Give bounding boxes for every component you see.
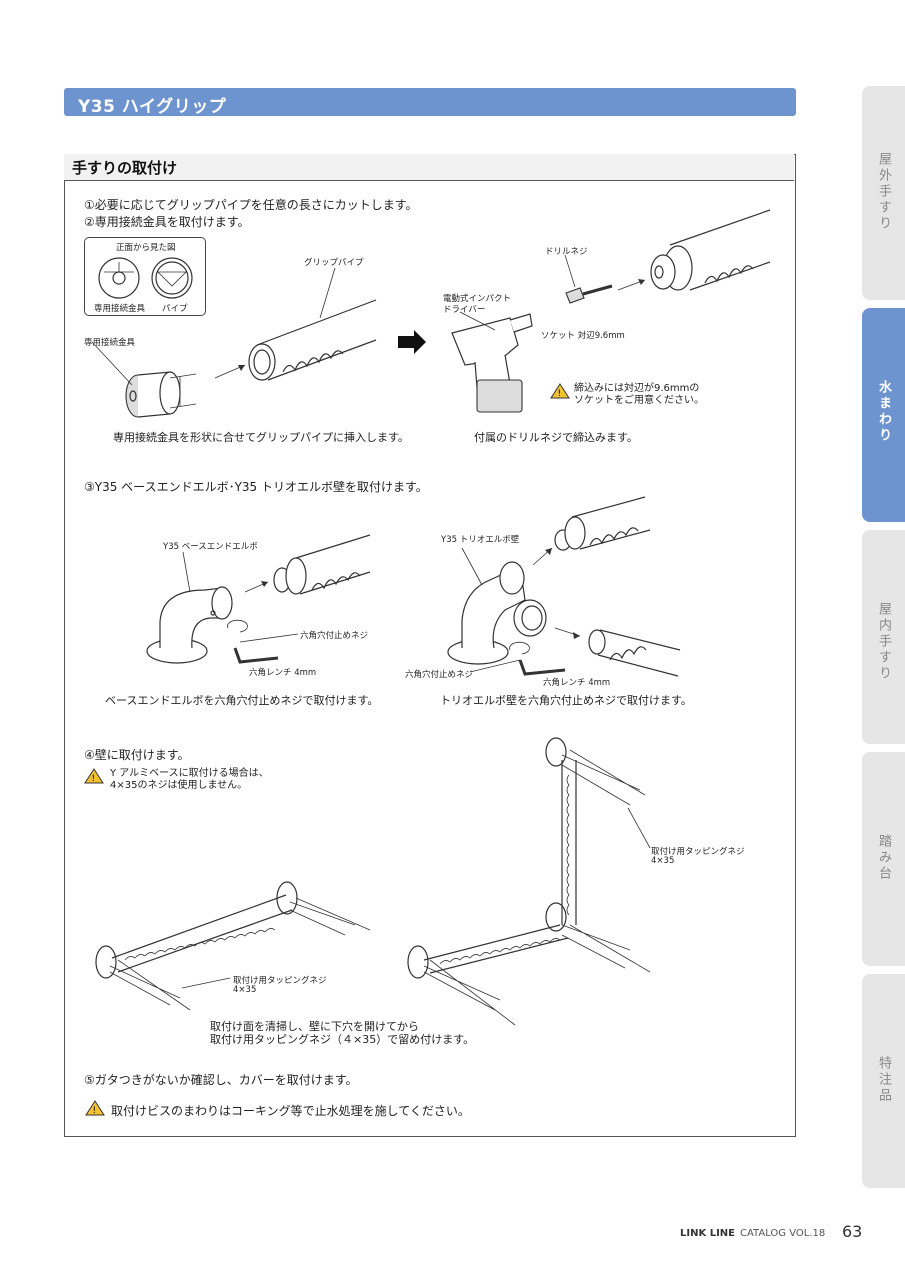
trio-caption: トリオエルボ壁を六角穴付止めネジで取付けます。	[440, 694, 692, 707]
step-1-text: ①必要に応じてグリップパイプを任意の長さにカットします。	[84, 198, 418, 212]
base-elbow-caption: ベースエンドエルボを六角穴付止めネジで取付けます。	[105, 694, 379, 707]
side-tab-label: 屋外手すり	[876, 152, 891, 232]
tapping-label-a-2: 4×35	[233, 985, 257, 995]
hex-wrench-label-b: 六角レンチ 4mm	[543, 678, 611, 688]
fitting-small-label: 専用接続金具	[94, 304, 146, 314]
footer-catalog: CATALOG VOL.18	[740, 1228, 826, 1239]
page-number: 63	[842, 1222, 863, 1241]
hex-wrench-illustration-a	[227, 619, 299, 664]
socket-label: ソケット 対辺9.6mm	[541, 331, 625, 341]
base-end-elbow-illustration	[146, 551, 233, 664]
svg-text:!: !	[93, 1106, 97, 1116]
pipe-illustration-a	[273, 534, 371, 595]
drill-screw-illustration	[564, 254, 613, 304]
alumi-warning-1: Y アルミベースに取付ける場合は、	[110, 768, 269, 779]
warning-icon: !	[85, 1100, 105, 1116]
horizontal-handrail-illustration	[95, 881, 371, 1011]
step-2-text: ②専用接続金具を取付けます。	[84, 215, 250, 229]
trio-elbow-label: Y35 トリオエルボ壁	[441, 535, 520, 545]
wall-caption-1: 取付け面を清掃し、壁に下穴を開けてから	[210, 1020, 419, 1033]
hex-set-screw-label-b: 六角穴付止めネジ	[405, 670, 474, 680]
section-header: 手すりの取付け	[64, 154, 794, 181]
front-view-label: 正面から見た図	[116, 243, 176, 253]
side-tab-step-stool[interactable]: 踏み台	[862, 752, 905, 966]
side-tab-label: 特注品	[876, 1056, 891, 1104]
socket-warning-1: 締込みには対辺が9.6mmの	[574, 383, 700, 394]
base-elbow-label: Y35 ベースエンドエルボ	[163, 542, 258, 552]
fasten-caption: 付属のドリルネジで締込みます。	[474, 431, 638, 444]
pipe-illustration-c	[588, 629, 681, 677]
pipe-small-label: パイプ	[162, 304, 188, 314]
warning-icon: !	[550, 383, 570, 399]
hex-wrench-label-a: 六角レンチ 4mm	[249, 668, 317, 678]
impact-driver-illustration	[451, 311, 533, 413]
impact-driver-label-1: 電動式インパクト	[443, 294, 512, 304]
step-4-text: ④壁に取付けます。	[84, 748, 190, 762]
side-tab-water[interactable]: 水まわり	[862, 308, 905, 522]
page-title-bar: Y35 ハイグリップ	[64, 88, 796, 117]
tapping-label-b-2: 4×35	[651, 856, 675, 866]
insert-caption: 専用接続金具を形状に合せてグリップパイプに挿入します。	[113, 431, 409, 444]
pipe-illustration-b	[554, 496, 651, 551]
page-title: Y35 ハイグリップ	[78, 97, 227, 117]
fitting-illustration	[91, 341, 197, 418]
front-view-inset	[84, 237, 206, 316]
trio-elbow-illustration	[447, 547, 547, 665]
step-3-text: ③Y35 ベースエンドエルボ･Y35 トリオエルボ壁を取付けます。	[84, 480, 428, 494]
side-tab-indoor[interactable]: 屋内手すり	[862, 530, 905, 744]
svg-text:!: !	[92, 774, 96, 784]
side-tab-label: 踏み台	[876, 834, 891, 882]
side-tab-custom[interactable]: 特注品	[862, 974, 905, 1188]
step-5-text: ⑤ガタつきがないか確認し、カバーを取付けます。	[84, 1073, 358, 1087]
pipe-with-fitting-illustration	[650, 209, 771, 291]
section-title: 手すりの取付け	[72, 159, 178, 177]
hex-set-screw-label-a: 六角穴付止めネジ	[300, 631, 369, 641]
warning-icon: !	[84, 768, 104, 784]
side-tab-outdoor[interactable]: 屋外手すり	[862, 86, 905, 300]
fitting-front-view	[98, 257, 140, 299]
drill-screw-label: ドリルネジ	[545, 247, 588, 257]
caulk-warning: 取付けビスのまわりはコーキング等で止水処理を施してください。	[111, 1104, 470, 1118]
alumi-warning-2: 4×35のネジは使用しません。	[110, 780, 248, 791]
tapping-label-a-1: 取付け用タッピングネジ	[233, 976, 327, 986]
arrow-icon	[398, 330, 426, 354]
wall-caption-2: 取付け用タッピングネジ（４×35）で留め付けます。	[210, 1033, 475, 1046]
tapping-label-b-1: 取付け用タッピングネジ	[651, 847, 745, 857]
impact-driver-label-2: ドライバー	[443, 305, 486, 315]
side-tab-label: 屋内手すり	[876, 602, 891, 682]
footer-brand: LINK LINE	[680, 1228, 735, 1239]
grip-pipe-label: グリップパイプ	[304, 258, 364, 268]
grip-pipe-illustration	[248, 267, 377, 381]
svg-text:!: !	[558, 389, 562, 399]
side-tab-label: 水まわり	[876, 380, 891, 444]
hex-wrench-illustration-b	[469, 641, 566, 676]
socket-warning-2: ソケットをご用意ください。	[574, 395, 704, 406]
l-shaped-handrail-illustration	[407, 737, 651, 1026]
fitting-label: 専用接続金具	[84, 338, 136, 348]
pipe-front-view	[151, 257, 193, 299]
